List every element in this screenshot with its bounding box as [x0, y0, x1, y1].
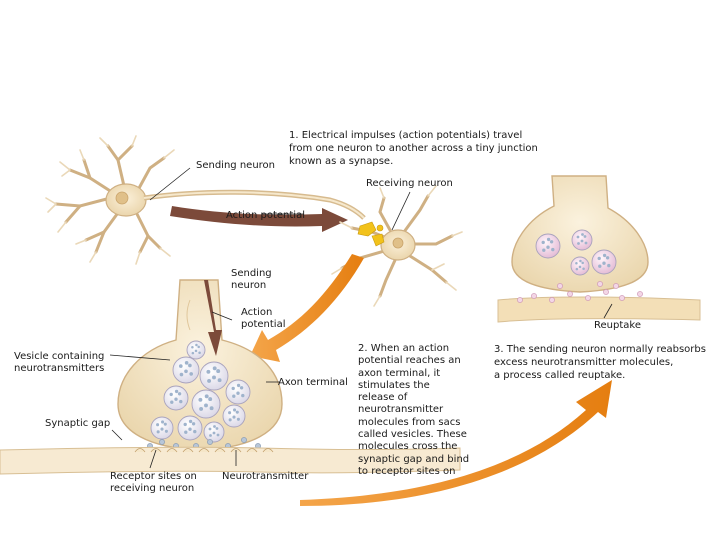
label-receptor-sites: Receptor sites on receiving neuron: [110, 471, 197, 495]
label-sending-neuron-detail: Sending neuron: [231, 268, 272, 292]
receptor-site: [198, 448, 210, 453]
vesicle: [199, 361, 229, 391]
step-2-line: 2. When an action: [358, 343, 450, 354]
neurotransmitter-dot: [603, 289, 609, 295]
receptor-site: [166, 448, 178, 453]
step-2-line: molecules cross the: [358, 441, 458, 453]
vesicle: [150, 416, 174, 440]
receptor-site: [134, 448, 146, 453]
vesicle: [203, 421, 225, 443]
step-3-line: 3. The sending neuron normally reabsorbs: [494, 344, 706, 355]
step-3-caption: 3. The sending neuron normally reabsorbs…: [494, 343, 706, 382]
label-line: neuron: [231, 280, 267, 291]
label-line: neurotransmitters: [14, 363, 105, 374]
step-2-line: neurotransmitter: [358, 404, 444, 416]
step-2-line: potential reaches an: [358, 355, 461, 367]
vesicle: [222, 404, 246, 428]
label-receiving-neuron: Receiving neuron: [366, 178, 453, 189]
label-line: Receptor sites on: [110, 471, 197, 482]
step-1-line: 1. Electrical impulses (action potential…: [289, 130, 523, 141]
step-2-line: synaptic gap and bind: [358, 453, 470, 465]
neurotransmitter-dot: [241, 437, 247, 443]
vesicles: [150, 340, 251, 443]
label-synaptic-gap: Synaptic gap: [45, 418, 111, 429]
vesicle: [172, 356, 200, 384]
receptor-site: [262, 448, 274, 453]
sending-neuron-illustration: [45, 135, 366, 265]
neurotransmitter-dot: [549, 297, 555, 303]
step-3-line: excess neurotransmitter molecules,: [494, 357, 674, 368]
neurotransmitter-dot: [585, 295, 591, 301]
label-line: Action: [241, 307, 273, 318]
neurotransmitter-dot: [207, 439, 213, 445]
vesicle: [571, 229, 593, 251]
vesicle: [591, 249, 617, 275]
neurotransmitter-dot: [517, 297, 523, 303]
receptor-sites: [134, 448, 274, 453]
vesicle: [535, 233, 561, 259]
receiving-neuron-illustration: [331, 185, 463, 307]
label-line: Sending: [231, 268, 272, 279]
neurotransmitter-dot: [613, 283, 619, 289]
label-action-potential-detail: Action potential: [241, 307, 285, 331]
receptor-site: [214, 448, 226, 453]
step-1-line: known as a synapse.: [289, 156, 394, 167]
reuptake-vesicles: [535, 229, 617, 276]
neurotransmitter-dot: [619, 295, 625, 301]
vesicle: [163, 385, 189, 411]
neurotransmitter-dot: [567, 291, 573, 297]
neurotransmitter-dot: [531, 293, 537, 299]
label-line: Vesicle containing: [14, 351, 105, 362]
step-2-line: to receptor sites on: [358, 465, 456, 477]
step-1-line: from one neuron to another across a tiny…: [289, 143, 538, 154]
label-line: potential: [241, 319, 286, 330]
neurotransmitter-dot: [159, 439, 165, 445]
reuptake-neurotransmitters: [517, 281, 643, 303]
label-action-potential: Action potential: [226, 210, 305, 221]
step-3-line: a process called reuptake.: [494, 370, 626, 381]
vesicle: [225, 379, 251, 405]
label-leaders: [109, 167, 613, 469]
zoom-arrow: [250, 254, 364, 362]
vesicle: [186, 340, 206, 360]
neurotransmitter-dot: [557, 283, 563, 289]
step-2-line: stimulates the: [358, 379, 430, 391]
label-vesicle: Vesicle containing neurotransmitters: [14, 351, 104, 375]
step-2-caption: 2. When an action potential reaches an a…: [358, 343, 469, 478]
receptor-site: [246, 448, 258, 453]
step-2-line: molecules from sacs: [358, 416, 461, 428]
step-1-caption: 1. Electrical impulses (action potential…: [289, 129, 538, 168]
receiving-membrane: [0, 446, 461, 475]
vesicle: [191, 389, 221, 419]
neurotransmitter-dot: [637, 291, 643, 297]
label-sending-neuron: Sending neuron: [196, 160, 276, 171]
action-potential-arrow: [170, 206, 348, 232]
step-2-line: release of: [358, 392, 408, 404]
label-line: receiving neuron: [110, 483, 195, 494]
neurotransmitter-dot: [597, 281, 603, 287]
vesicle: [570, 256, 590, 276]
label-neurotransmitter: Neurotransmitter: [222, 471, 309, 482]
step-2-line: called vesicles. These: [358, 429, 467, 441]
label-reuptake: Reuptake: [594, 320, 641, 331]
reuptake-arrow: [300, 380, 612, 506]
reuptake-terminal-illustration: [497, 175, 701, 323]
vesicle: [177, 415, 203, 441]
label-axon-terminal: Axon terminal: [278, 377, 348, 388]
step-2-line: axon terminal, it: [358, 367, 441, 379]
receptor-site: [182, 448, 194, 453]
